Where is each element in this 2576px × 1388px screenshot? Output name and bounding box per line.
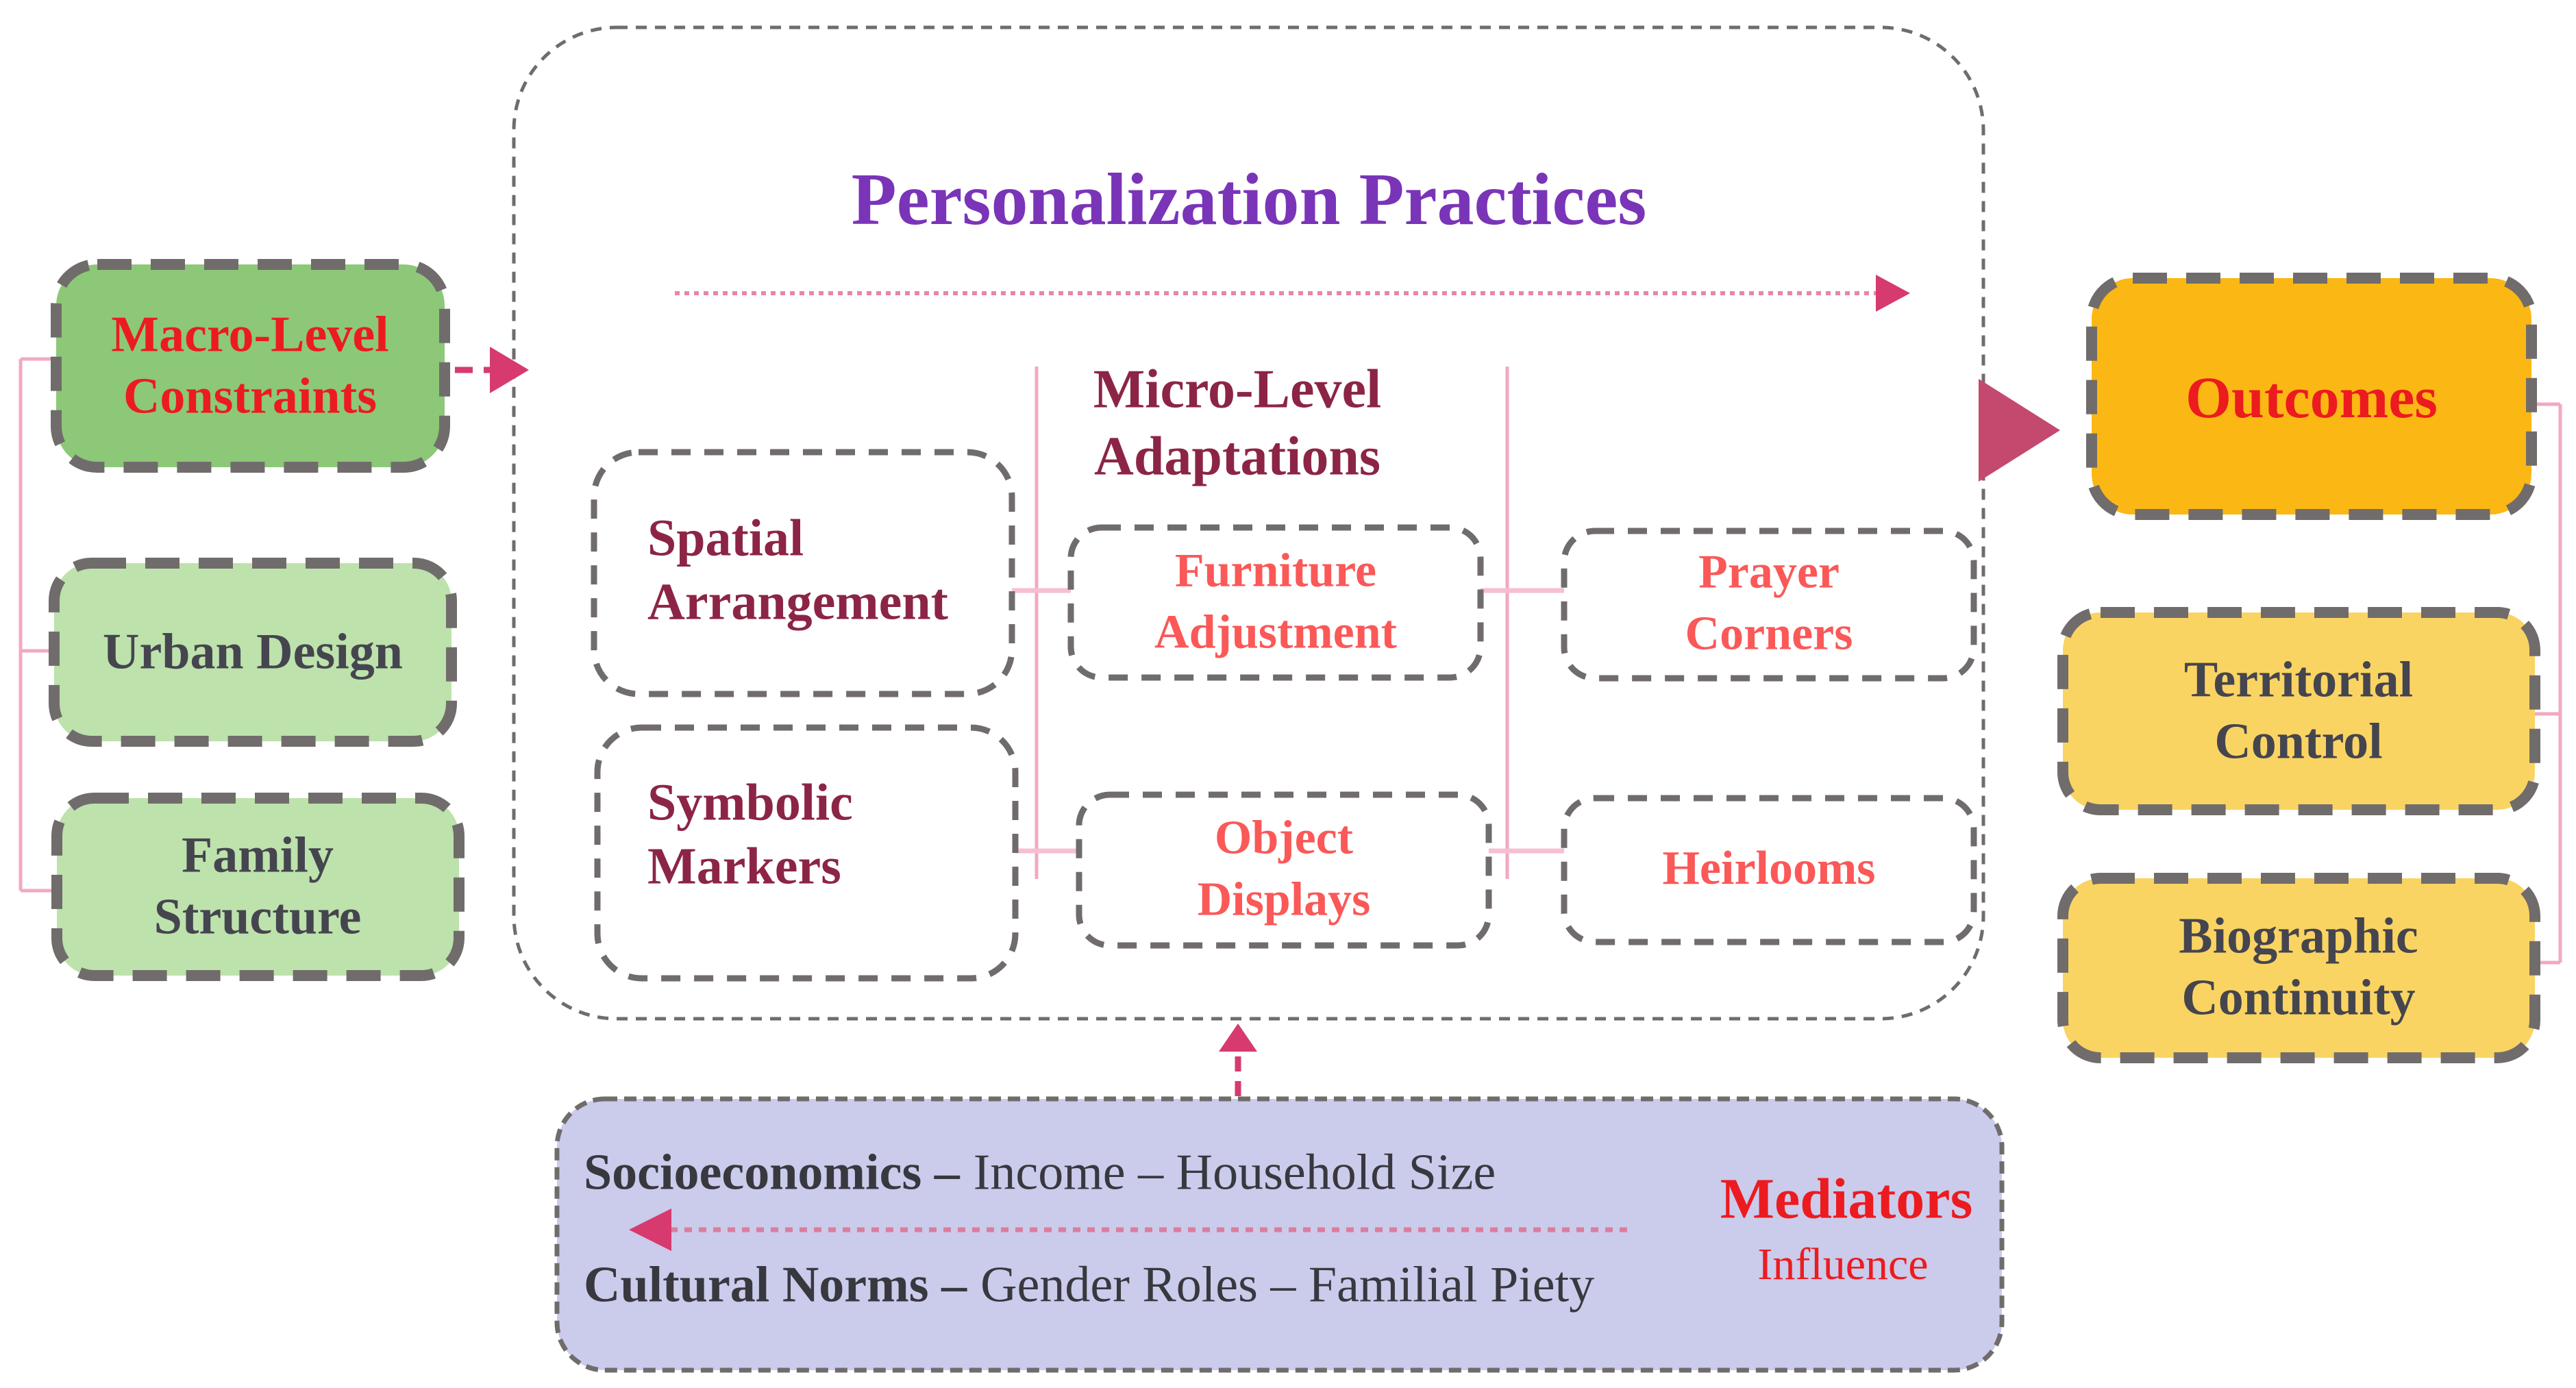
symbolic-markers-label: Symbolic Markers: [647, 771, 853, 897]
mediators-influence-subheading: Influence: [1757, 1239, 1929, 1289]
family-structure-line2: Structure: [153, 889, 362, 945]
biographic-continuity-line2: Continuity: [2181, 970, 2416, 1026]
prayer-corners-line2: Corners: [1685, 607, 1853, 660]
micro-adaptations-line1: Micro-Level: [1093, 359, 1382, 420]
outcomes-box: [2086, 273, 2537, 520]
mediators-box: [554, 1096, 2005, 1373]
biographic-continuity-box: [2057, 873, 2540, 1063]
cultural-norms-term: Cultural Norms –: [584, 1256, 967, 1313]
row-connector-lines: [1012, 588, 1564, 854]
spatial-arrangement-line2: Arrangement: [647, 573, 948, 630]
urban-design-label: Urban Design: [103, 623, 403, 680]
family-structure-line1: Family: [182, 827, 334, 884]
heirlooms-label: Heirlooms: [1662, 842, 1876, 895]
family-structure-label: Family Structure: [154, 825, 362, 949]
micro-adaptations-label: Micro-Level Adaptations: [1093, 356, 1382, 490]
spatial-arrangement-box: [591, 449, 1015, 697]
symbolic-markers-line2: Markers: [647, 837, 841, 895]
territorial-control-label: Territorial Control: [2184, 649, 2413, 773]
heirlooms-box: [1561, 795, 1977, 945]
mediators-influence-arrowhead-icon: [629, 1209, 671, 1251]
mediators-heading: Mediators: [1720, 1167, 1973, 1231]
cultural-norms-detail: Gender Roles – Familial Piety: [980, 1256, 1595, 1313]
personalization-practices-title: Personalization Practices: [851, 159, 1647, 240]
socioeconomics-line: Socioeconomics –Income – Household Size: [584, 1144, 1496, 1202]
spatial-arrangement-label: Spatial Arrangement: [647, 506, 948, 633]
biographic-continuity-line1: Biographic: [2179, 908, 2418, 965]
macro-constraints-label: Macro-Level Constraints: [111, 304, 388, 428]
object-displays-line1: Object: [1214, 811, 1354, 865]
prayer-corners-line1: Prayer: [1698, 545, 1840, 599]
furniture-adjustment-box: [1067, 524, 1484, 681]
symbolic-markers-box: [594, 724, 1019, 982]
object-displays-box: [1076, 791, 1492, 949]
left-bracket-connector: [18, 357, 65, 893]
socioeconomics-detail: Income – Household Size: [973, 1144, 1496, 1201]
socioeconomics-term: Socioeconomics –: [584, 1144, 960, 1201]
object-displays-label: Object Displays: [1198, 807, 1371, 930]
micro-adaptations-line2: Adaptations: [1094, 426, 1380, 486]
prayer-corners-box: [1561, 528, 1977, 682]
macro-constraints-box: [51, 259, 450, 473]
macro-constraints-line2: Constraints: [123, 369, 377, 425]
furniture-adjustment-line2: Adjustment: [1154, 606, 1397, 658]
macro-constraints-line1: Macro-Level: [111, 306, 389, 363]
prayer-corners-label: Prayer Corners: [1685, 541, 1853, 664]
macro-to-practices-arrowhead-icon: [490, 347, 529, 393]
territorial-control-line2: Control: [2214, 714, 2383, 770]
symbolic-markers-line1: Symbolic: [647, 773, 853, 832]
practices-flow-arrowhead-icon: [1876, 275, 1910, 312]
furniture-adjustment-label: Furniture Adjustment: [1154, 540, 1397, 662]
outcomes-label: Outcomes: [2185, 364, 2438, 430]
territorial-control-box: [2057, 607, 2540, 815]
spatial-arrangement-line1: Spatial: [647, 509, 804, 567]
urban-design-box: [49, 558, 457, 747]
family-structure-box: [51, 793, 465, 981]
mediators-to-practices-arrowhead-icon: [1219, 1024, 1257, 1052]
practices-to-outcomes-triangle-icon: [1979, 379, 2060, 482]
object-displays-line2: Displays: [1197, 873, 1371, 926]
cultural-norms-line: Cultural Norms –Gender Roles – Familial …: [584, 1256, 1594, 1315]
furniture-adjustment-line1: Furniture: [1174, 544, 1377, 597]
biographic-continuity-label: Biographic Continuity: [2179, 906, 2418, 1030]
territorial-control-line1: Territorial: [2183, 652, 2414, 708]
